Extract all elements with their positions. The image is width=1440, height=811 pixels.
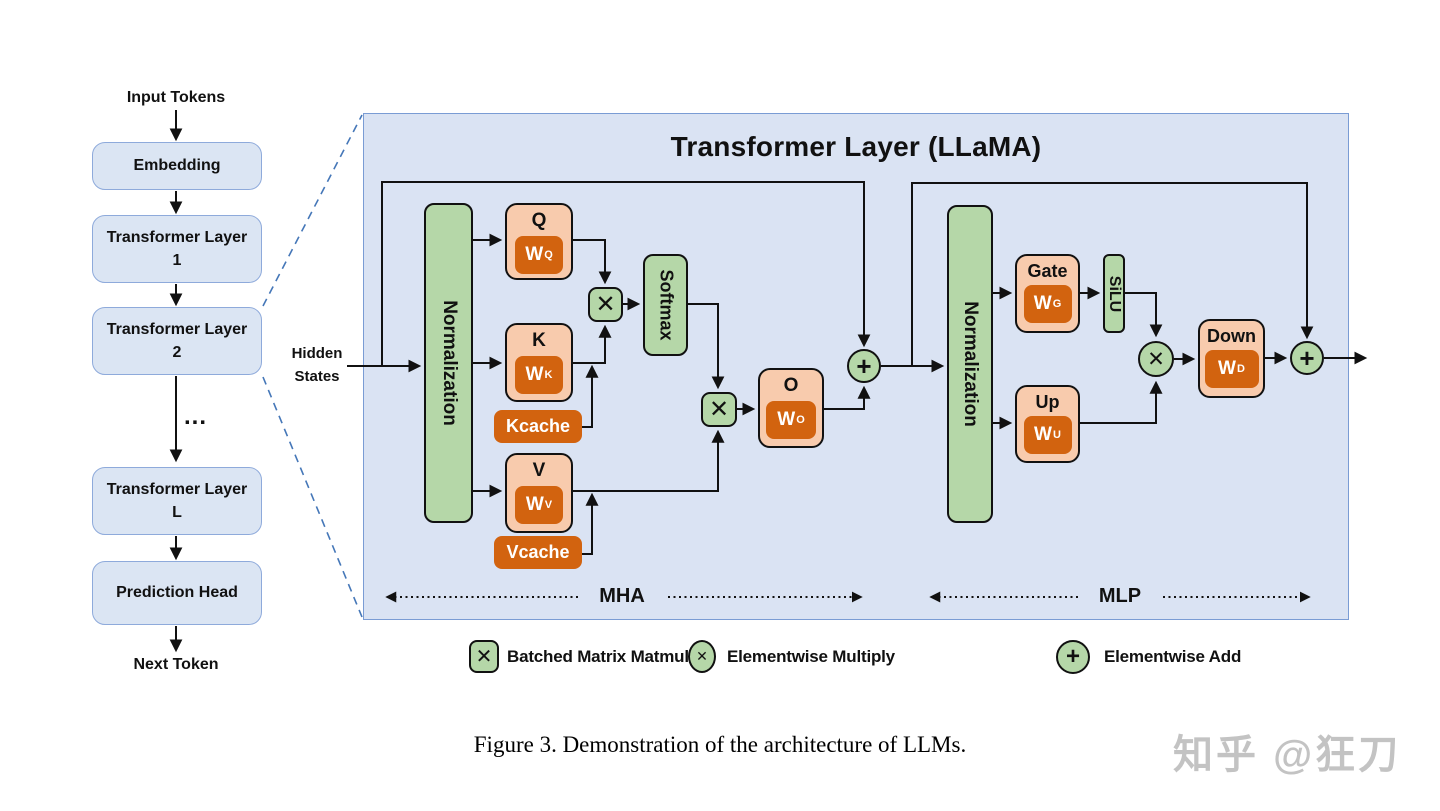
softmax-box: Softmax: [643, 254, 688, 356]
mha-normalization-box: Normalization: [424, 203, 473, 523]
watermark: 知乎 @狂刀: [1173, 733, 1402, 777]
gate-title: Gate: [1027, 261, 1068, 281]
k-title: K: [532, 330, 546, 351]
legend-multiply-label: Elementwise Multiply: [727, 646, 895, 666]
legend-add-label: Elementwise Add: [1104, 646, 1242, 666]
flow-box-transformer-layer-L: Transformer Layer L: [92, 467, 262, 535]
wo-weight: W: [777, 408, 796, 430]
mha-residual-add-operator: +: [847, 349, 881, 383]
mlp-residual-wire: [911, 182, 1314, 366]
legend-multiply-icon: ✕: [688, 640, 716, 673]
q-out-wire: [573, 239, 612, 285]
wk-weight: W: [525, 363, 544, 385]
zoom-guide-lines: [262, 114, 363, 618]
up-title: Up: [1035, 392, 1060, 412]
av-matmul-operator: ✕: [701, 392, 737, 427]
v-out-wire: [573, 429, 725, 492]
softmax-out-wire: [688, 303, 725, 390]
mlp-normalization-label: Normalization: [960, 301, 981, 427]
elementwise-multiply-operator: ✕: [1138, 341, 1174, 377]
zoom-guide-dashed-line: [262, 114, 363, 307]
o-title: O: [783, 375, 799, 396]
legend-add-icon: +: [1056, 640, 1090, 674]
flow-ellipsis: ...: [184, 403, 208, 430]
next-token-label: Next Token: [133, 656, 219, 673]
wg-weight-sub: G: [1052, 298, 1062, 310]
v-title: V: [532, 460, 546, 481]
silu-label: SiLU: [1106, 275, 1123, 312]
hidden-states-label: Hidden States: [291, 345, 343, 385]
flow-box-transformer-layer-2: Transformer Layer 2: [92, 307, 262, 375]
panel-title: Transformer Layer (LLaMA): [670, 131, 1042, 162]
qk-matmul-operator: ✕: [588, 287, 623, 322]
wd-weight: W: [1218, 358, 1236, 379]
silu-out-wire: [1125, 292, 1163, 338]
figure-caption: Figure 3. Demonstration of the architect…: [473, 732, 967, 757]
mha-residual-wire: [381, 181, 871, 366]
flow-box-prediction-head: Prediction Head: [92, 561, 262, 625]
o-out-wire: [824, 385, 871, 410]
mlp-section-label: MLP: [1098, 585, 1142, 607]
legend-matmul-icon: ✕: [469, 640, 499, 673]
mha-section-label: MHA: [599, 585, 645, 607]
wv-weight: W: [525, 493, 544, 515]
vcache-box: Vcache: [494, 536, 582, 569]
mlp-normalization-box: Normalization: [947, 205, 993, 523]
wg-weight: W: [1033, 293, 1052, 314]
mha-normalization-label: Normalization: [438, 300, 460, 426]
softmax-label: Softmax: [656, 269, 676, 341]
input-tokens-label: Input Tokens: [126, 89, 226, 106]
wk-weight-sub: K: [544, 368, 553, 381]
wo-weight-sub: O: [796, 413, 805, 426]
wu-weight-sub: U: [1052, 429, 1061, 441]
flow-box-embedding: Embedding: [92, 142, 262, 190]
kcache-box: Kcache: [494, 410, 582, 443]
wd-weight-sub: D: [1236, 363, 1245, 375]
zoom-guide-dashed-line: [262, 376, 363, 618]
k-out-wire: [573, 324, 612, 364]
wu-weight: W: [1034, 424, 1052, 445]
wq-weight: W: [525, 243, 544, 265]
flow-box-transformer-layer-1: Transformer Layer 1: [92, 215, 262, 283]
legend-matmul-label: Batched Matrix Matmul: [507, 646, 689, 666]
wq-weight-sub: Q: [544, 248, 553, 261]
kcache-wire: [582, 364, 599, 428]
wv-weight-sub: V: [544, 498, 553, 511]
mlp-wires: [911, 182, 1368, 430]
vcache-wire: [582, 492, 599, 555]
q-title: Q: [531, 210, 547, 231]
up-out-wire: [1080, 380, 1163, 424]
down-title: Down: [1207, 326, 1256, 346]
mlp-residual-add-operator: +: [1290, 341, 1324, 375]
silu-box: SiLU: [1103, 254, 1125, 333]
